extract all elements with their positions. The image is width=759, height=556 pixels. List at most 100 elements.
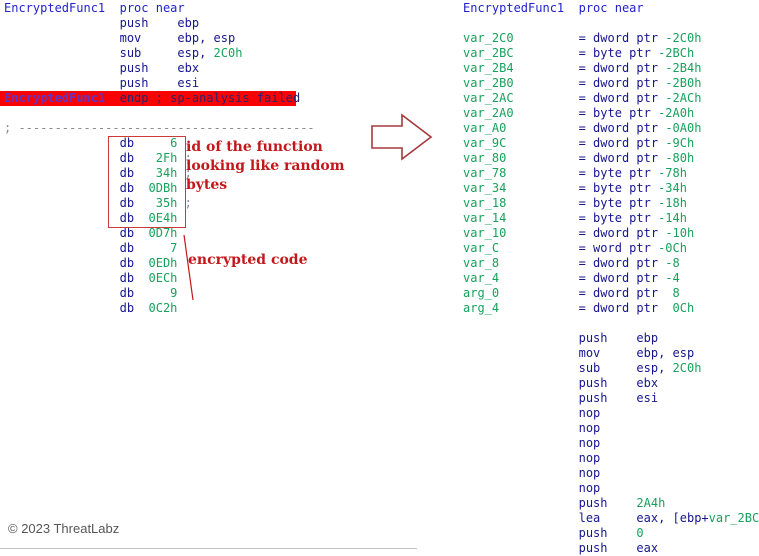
code-segment: EncryptedFunc1 proc near (463, 1, 644, 15)
code-segment: 0DBh (134, 181, 178, 195)
code-line: EncryptedFunc1 proc near (4, 1, 315, 16)
code-segment: = byte ptr (506, 181, 659, 195)
code-line: var_2B4 = dword ptr -2B4h (463, 61, 759, 76)
code-segment: nop (463, 421, 601, 435)
code-segment: var_10 (463, 226, 507, 240)
code-segment: = dword ptr (499, 286, 673, 300)
code-line: var_34 = byte ptr -34h (463, 181, 759, 196)
code-line: var_2BC = byte ptr -2BCh (463, 46, 759, 61)
code-line: lea eax, [ebp+var_2BC] (463, 511, 759, 526)
code-line: db 0EDh (4, 256, 315, 271)
code-segment: -14h (658, 211, 687, 225)
code-segment: endp ; sp-analysis failed (105, 91, 301, 105)
code-segment: arg_4 (463, 301, 500, 315)
code-segment: 2C0h (213, 46, 243, 60)
byte-id-highlight-box (108, 136, 186, 228)
arrow-right-icon (371, 113, 433, 161)
code-line: push esi (4, 76, 315, 91)
code-line: var_18 = byte ptr -18h (463, 196, 759, 211)
code-line: push esi (463, 391, 759, 406)
code-segment: mov ebp, esp (463, 346, 695, 360)
code-line: var_14 = byte ptr -14h (463, 211, 759, 226)
code-segment: ; (177, 151, 192, 165)
code-line: var_80 = dword ptr -80h (463, 151, 759, 166)
code-segment: = dword ptr (506, 136, 666, 150)
code-segment: db (4, 256, 135, 270)
highlighted-endp-line: EncryptedFunc1 endp ; sp-analysis failed (0, 91, 300, 106)
code-segment: push esi (4, 76, 200, 90)
code-segment: sub esp, (463, 361, 673, 375)
code-segment: = byte ptr (513, 106, 659, 120)
code-segment: var_A0 (463, 121, 507, 135)
code-segment: -78h (658, 166, 687, 180)
code-segment: ; --------------------------------------… (4, 121, 315, 135)
code-line: mov ebp, esp (463, 346, 759, 361)
code-line: var_8 = dword ptr -8 (463, 256, 759, 271)
code-line: push ebp (4, 16, 315, 31)
code-segment: db (4, 226, 135, 240)
code-segment: -2C0h (665, 31, 702, 45)
code-segment: mov ebp, esp (4, 31, 236, 45)
code-line: db 0E4h (4, 211, 315, 226)
code-segment: db (4, 286, 135, 300)
code-line: var_2AC = dword ptr -2ACh (463, 91, 759, 106)
code-segment: push ebx (463, 376, 659, 390)
code-line: push 0 (463, 526, 759, 541)
code-segment: var_18 (463, 196, 507, 210)
code-segment: db (4, 241, 135, 255)
code-segment: nop (463, 406, 601, 420)
code-segment: var_2B4 (463, 61, 514, 75)
code-line: sub esp, 2C0h (463, 361, 759, 376)
code-segment: var_2A0 (463, 106, 514, 120)
code-segment: 0EDh (134, 256, 178, 270)
code-segment: var_80 (463, 151, 507, 165)
annotation-encrypted-code: encrypted code (188, 252, 308, 268)
code-segment: nop (463, 436, 601, 450)
code-line: var_9C = dword ptr -9Ch (463, 136, 759, 151)
code-line: push ebx (463, 376, 759, 391)
code-segment: var_2AC (463, 91, 514, 105)
code-segment: -9Ch (665, 136, 695, 150)
code-segment: = dword ptr (513, 31, 666, 45)
code-segment: db (4, 196, 135, 210)
code-line: var_10 = dword ptr -10h (463, 226, 759, 241)
code-segment: lea eax, [ebp+ (463, 511, 709, 525)
code-segment: push ebx (4, 61, 200, 75)
code-line: nop (463, 436, 759, 451)
code-line: nop (463, 406, 759, 421)
code-segment: = byte ptr (506, 196, 659, 210)
code-segment: 0ECh (134, 271, 178, 285)
code-line: db 9 (4, 286, 315, 301)
code-segment: = word ptr (499, 241, 659, 255)
code-segment: = byte ptr (506, 211, 659, 225)
window-bottom-edge (0, 548, 417, 549)
code-segment: = dword ptr (513, 91, 666, 105)
code-line: db 35h ; (4, 196, 315, 211)
code-segment: -4 (665, 271, 680, 285)
code-segment: 9 (134, 286, 178, 300)
code-segment: ; (177, 196, 192, 210)
code-line: push eax (463, 541, 759, 556)
code-segment: db (4, 271, 135, 285)
code-segment: = dword ptr (499, 256, 666, 270)
code-segment: var_78 (463, 166, 507, 180)
code-line: db 6 (4, 136, 315, 151)
code-line: ; --------------------------------------… (4, 121, 315, 136)
code-line: arg_0 = dword ptr 8 (463, 286, 759, 301)
code-segment: -2A0h (658, 106, 695, 120)
code-line: db 0C2h (4, 301, 315, 316)
code-segment: var_8 (463, 256, 500, 270)
code-segment: var_34 (463, 181, 507, 195)
code-segment: 2C0h (672, 361, 702, 375)
code-segment: = dword ptr (499, 301, 673, 315)
code-line: nop (463, 421, 759, 436)
code-line: db 0DBh (4, 181, 315, 196)
code-segment: 7 (134, 241, 178, 255)
annotation-id-of-function: id of the function looking like random b… (186, 139, 345, 193)
code-line: sub esp, 2C0h (4, 46, 315, 61)
code-segment: -80h (665, 151, 695, 165)
code-segment: push (463, 526, 637, 540)
code-segment: 0 (636, 526, 644, 540)
code-segment: 34h (134, 166, 178, 180)
